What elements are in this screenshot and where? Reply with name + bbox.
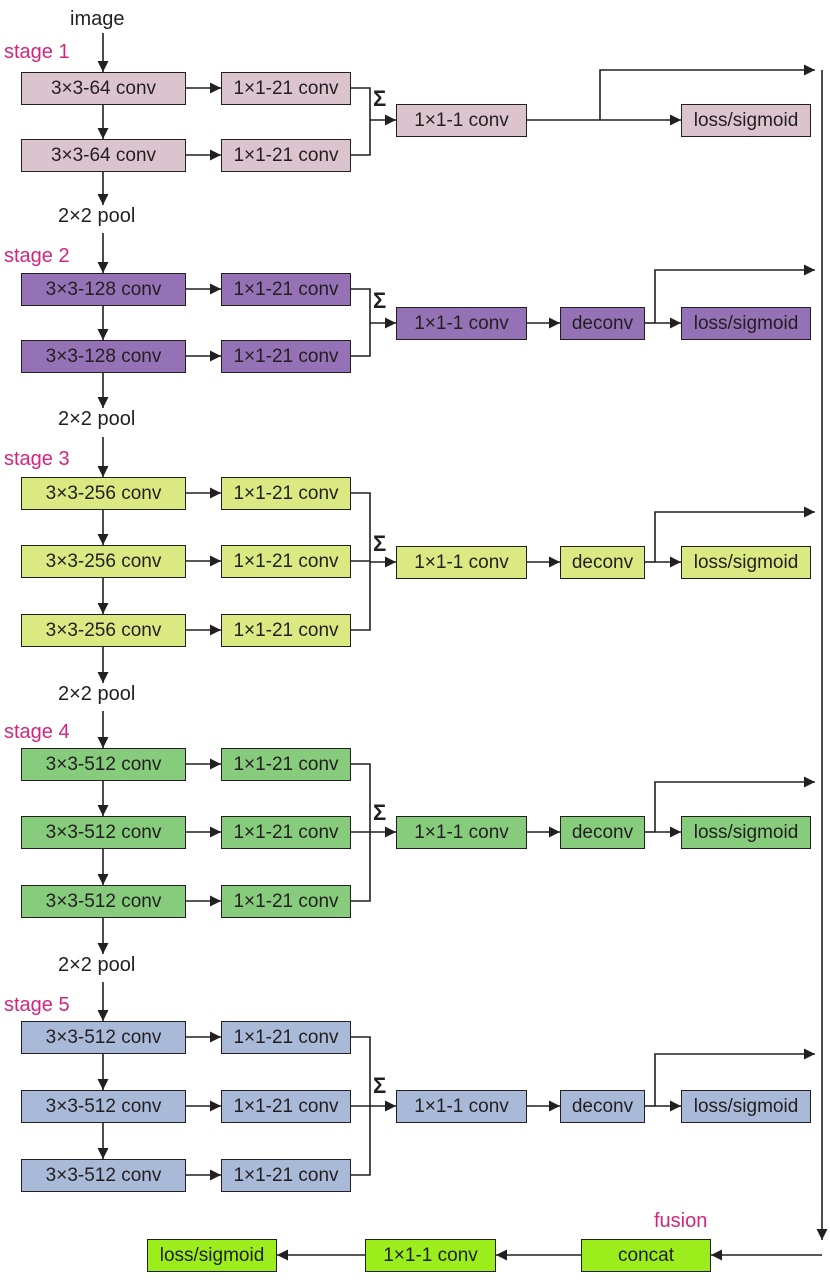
loss-sigmoid-block: loss/sigmoid — [681, 546, 811, 579]
sum-symbol: Σ — [373, 86, 387, 111]
conv-block: 3×3-512 conv — [21, 816, 186, 849]
conv-block: 3×3-64 conv — [21, 139, 186, 172]
merge-conv-block: 1×1-1 conv — [396, 546, 527, 579]
stage-5-label: stage 5 — [4, 994, 70, 1016]
side-conv-block: 1×1-21 conv — [221, 273, 351, 306]
connector-arrow — [654, 264, 815, 323]
connector-line — [351, 87, 371, 156]
pool-label: 2×2 pool — [58, 683, 136, 705]
side-conv-block: 1×1-21 conv — [221, 816, 351, 849]
stage-2-label: stage 2 — [4, 245, 70, 267]
side-conv-block: 1×1-21 conv — [221, 545, 351, 578]
connector-arrow — [654, 776, 815, 832]
input-image-label: image — [70, 8, 125, 30]
conv-block: 3×3-256 conv — [21, 545, 186, 578]
side-conv-block: 1×1-21 conv — [221, 1021, 351, 1054]
merge-conv-block: 1×1-1 conv — [396, 816, 527, 849]
fusion-loss-sigmoid-block: loss/sigmoid — [147, 1239, 277, 1272]
stage-4-label: stage 4 — [4, 721, 70, 743]
sum-symbol: Σ — [373, 800, 387, 825]
pool-label: 2×2 pool — [58, 954, 136, 976]
side-conv-block: 1×1-21 conv — [221, 1159, 351, 1192]
conv-block: 3×3-512 conv — [21, 1021, 186, 1054]
deconv-block: deconv — [560, 307, 645, 340]
conv-block: 3×3-128 conv — [21, 273, 186, 306]
pool-label: 2×2 pool — [58, 205, 136, 227]
deconv-block: deconv — [560, 816, 645, 849]
connector-arrow — [599, 64, 815, 120]
conv-block: 3×3-256 conv — [21, 477, 186, 510]
merge-conv-block: 1×1-1 conv — [396, 307, 527, 340]
merge-conv-block: 1×1-1 conv — [396, 1090, 527, 1123]
deconv-block: deconv — [560, 1090, 645, 1123]
conv-block: 3×3-256 conv — [21, 614, 186, 647]
conv-block: 3×3-128 conv — [21, 340, 186, 373]
side-conv-block: 1×1-21 conv — [221, 72, 351, 105]
side-conv-block: 1×1-21 conv — [221, 885, 351, 918]
fusion-conv-block: 1×1-1 conv — [365, 1239, 496, 1272]
side-conv-block: 1×1-21 conv — [221, 614, 351, 647]
loss-sigmoid-block: loss/sigmoid — [681, 307, 811, 340]
concat-block: concat — [581, 1239, 711, 1272]
connector-line — [351, 288, 371, 357]
stage-1-label: stage 1 — [4, 41, 70, 63]
conv-block: 3×3-512 conv — [21, 1090, 186, 1123]
deconv-block: deconv — [560, 546, 645, 579]
conv-block: 3×3-64 conv — [21, 72, 186, 105]
merge-conv-block: 1×1-1 conv — [396, 104, 527, 137]
connector-arrow — [654, 506, 815, 562]
fusion-label: fusion — [654, 1210, 708, 1232]
conv-block: 3×3-512 conv — [21, 1159, 186, 1192]
side-conv-block: 1×1-21 conv — [221, 139, 351, 172]
sum-symbol: Σ — [373, 1073, 387, 1098]
conv-block: 3×3-512 conv — [21, 885, 186, 918]
side-conv-block: 1×1-21 conv — [221, 477, 351, 510]
side-conv-block: 1×1-21 conv — [221, 1090, 351, 1123]
loss-sigmoid-block: loss/sigmoid — [681, 816, 811, 849]
stage-3-label: stage 3 — [4, 448, 70, 470]
sum-symbol: Σ — [373, 288, 387, 313]
side-conv-block: 1×1-21 conv — [221, 340, 351, 373]
pool-label: 2×2 pool — [58, 408, 136, 430]
side-conv-block: 1×1-21 conv — [221, 748, 351, 781]
sum-symbol: Σ — [373, 531, 387, 556]
connector-arrow — [654, 1048, 815, 1106]
conv-block: 3×3-512 conv — [21, 748, 186, 781]
loss-sigmoid-block: loss/sigmoid — [681, 1090, 811, 1123]
loss-sigmoid-block: loss/sigmoid — [681, 104, 811, 137]
